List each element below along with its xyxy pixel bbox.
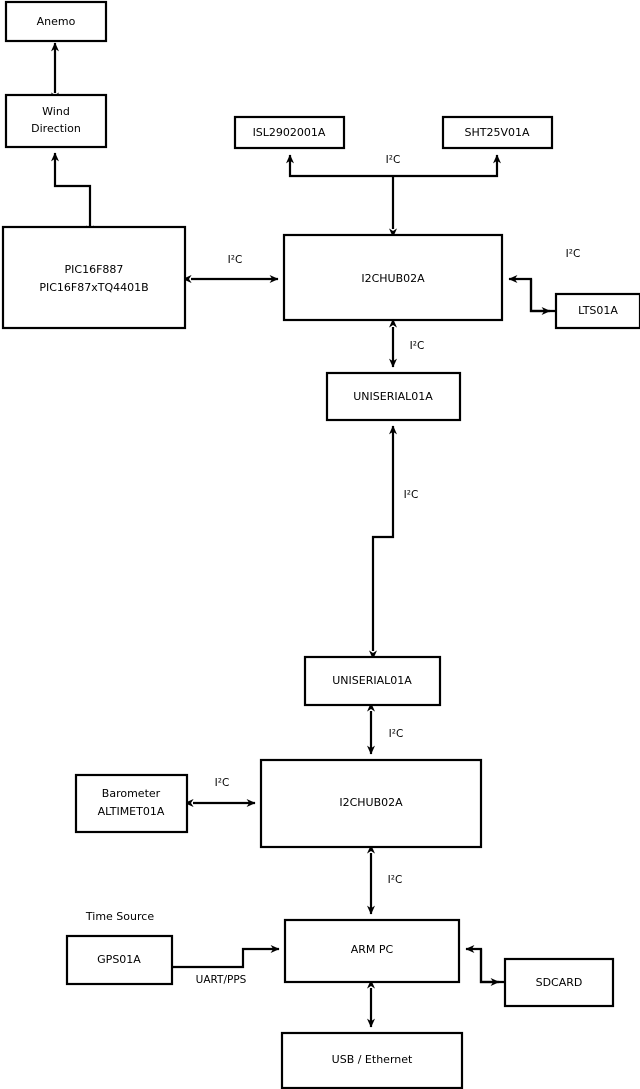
edge-label-hub-arm: I²C <box>388 874 403 886</box>
edge-label-pic-hub: I²C <box>228 254 243 266</box>
edge-label-barometer-hub: I²C <box>215 777 230 789</box>
node-sdcard[interactable] <box>503 957 615 1008</box>
node-wind-direction-label-line2: Direction <box>31 122 81 135</box>
node-barometer-label-line1: Barometer <box>102 787 161 800</box>
node-wind-direction[interactable] <box>4 93 108 149</box>
node-arm-pc-label: ARM PC <box>351 943 394 956</box>
edge-label-hub-sensors: I²C <box>386 154 401 166</box>
node-usb-ethernet[interactable] <box>280 1031 464 1089</box>
link-hub-top-lts <box>529 279 551 315</box>
link-hub-sht <box>393 154 501 178</box>
label-time-source: Time Source <box>85 910 154 923</box>
node-lts01a[interactable] <box>554 292 640 330</box>
node-i2chub02a-top[interactable] <box>282 233 504 322</box>
link-sdcard-arm-pc <box>465 945 505 984</box>
node-isl2902001a[interactable] <box>233 115 346 150</box>
node-uniserial01a-top[interactable] <box>325 371 462 422</box>
node-barometer-label-line2: ALTIMET01A <box>98 805 165 818</box>
node-gps01a[interactable] <box>65 934 174 986</box>
edge-label-gps-arm: UART/PPS <box>196 974 247 986</box>
node-pic16f887[interactable] <box>1 225 187 330</box>
node-anemo[interactable] <box>4 0 108 43</box>
link-lts-hub-top <box>508 275 556 313</box>
node-i2chub02a-bottom[interactable] <box>259 758 483 849</box>
node-anemo-label: Anemo <box>37 15 76 28</box>
node-pic16f887-label-line2: PIC16F87xTQ4401B <box>39 281 148 294</box>
node-sht25v01a[interactable] <box>441 115 554 150</box>
edge-label-hub-lts: I²C <box>566 248 581 260</box>
node-i2chub02a-top-label: I2CHUB02A <box>361 272 425 285</box>
node-wind-direction-label-line1: Wind <box>42 105 70 118</box>
link-hub-isl <box>286 154 393 178</box>
node-usb-ethernet-label: USB / Ethernet <box>332 1053 413 1066</box>
node-barometer-altimet01a[interactable] <box>74 773 189 834</box>
node-pic16f887-label-line1: PIC16F887 <box>65 263 124 276</box>
edge-label-hub-uniserial: I²C <box>410 340 425 352</box>
node-lts01a-label: LTS01A <box>578 304 618 317</box>
edge-label-uniserial-hub-bottom: I²C <box>389 728 404 740</box>
node-i2chub02a-bottom-label: I2CHUB02A <box>339 796 403 809</box>
node-isl2902001a-label: ISL2902001A <box>253 126 326 139</box>
edge-label-uniserial-link: I²C <box>404 489 419 501</box>
link-gps-arm-pc <box>172 945 280 969</box>
node-uniserial01a-top-label: UNISERIAL01A <box>353 390 433 403</box>
node-uniserial01a-bottom-label: UNISERIAL01A <box>332 674 412 687</box>
node-sht25v01a-label: SHT25V01A <box>464 126 529 139</box>
link-uniserial-top-bottom <box>369 425 397 660</box>
node-arm-pc[interactable] <box>283 918 461 984</box>
node-uniserial01a-bottom[interactable] <box>303 655 442 707</box>
node-gps01a-label: GPS01A <box>97 953 141 966</box>
link-pic-wind-direction <box>51 152 94 235</box>
link-arm-pc-sdcard <box>479 949 500 986</box>
node-sdcard-label: SDCARD <box>536 976 583 989</box>
